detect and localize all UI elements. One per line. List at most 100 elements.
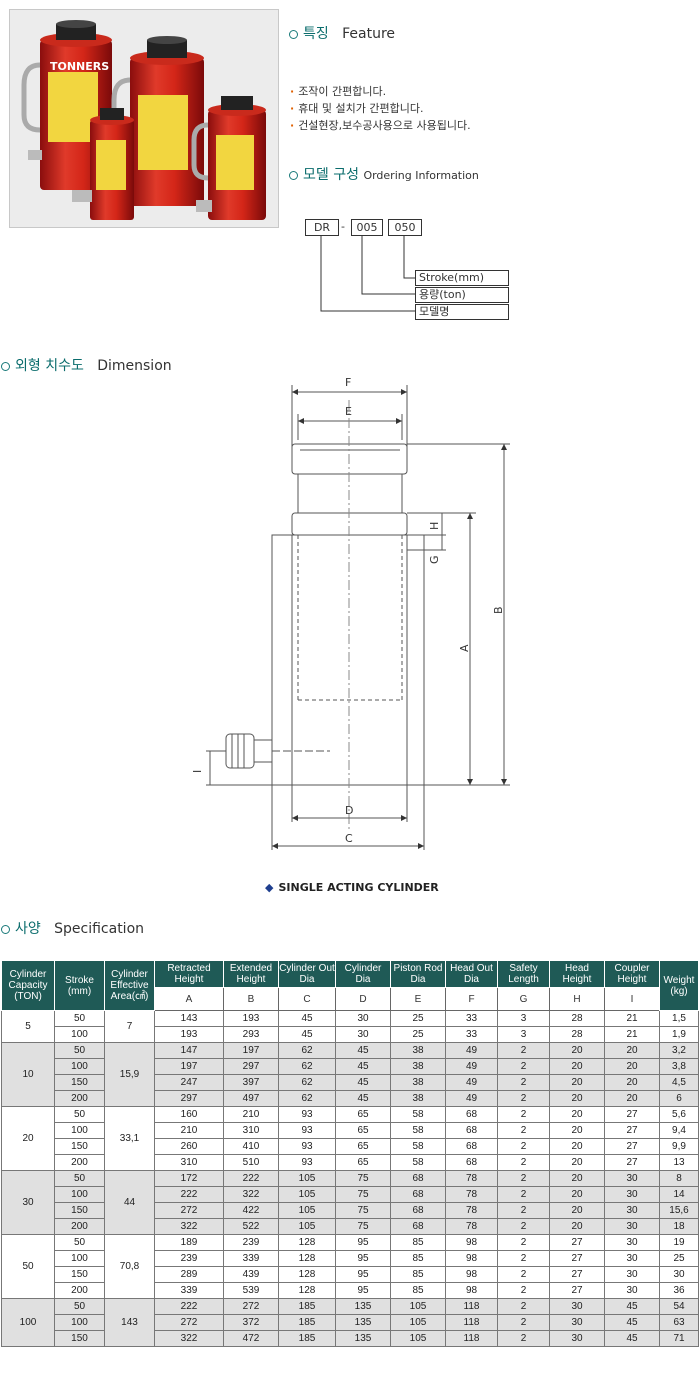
dim-letter-c: C	[345, 832, 353, 845]
table-cell: 27	[549, 1234, 605, 1251]
table-cell: 58	[390, 1106, 446, 1123]
subheader-c: C	[278, 987, 336, 1011]
table-cell: 1,9	[659, 1026, 699, 1043]
table-cell: 38	[390, 1042, 446, 1059]
header-weight: Weight (kg)	[659, 960, 699, 1011]
table-cell: 20	[549, 1122, 605, 1139]
table-cell: 339	[223, 1250, 279, 1267]
table-cell: 95	[335, 1266, 391, 1283]
table-cell: 30	[335, 1010, 391, 1027]
table-cell: 45	[278, 1026, 336, 1043]
table-cell: 3	[497, 1010, 550, 1027]
table-cell: 93	[278, 1138, 336, 1155]
table-cell: 28	[549, 1026, 605, 1043]
dim-letter-b: B	[492, 606, 505, 614]
subheader-f: F	[445, 987, 498, 1011]
table-cell: 2	[497, 1202, 550, 1219]
table-cell: 30	[335, 1026, 391, 1043]
table-cell: 20	[549, 1138, 605, 1155]
table-cell: 63	[659, 1314, 699, 1331]
table-cell: 58	[390, 1122, 446, 1139]
table-cell: 30	[604, 1234, 660, 1251]
table-cell: 30	[549, 1330, 605, 1347]
table-cell: 193	[223, 1010, 279, 1027]
stroke-cell: 100	[54, 1250, 105, 1267]
table-cell: 422	[223, 1202, 279, 1219]
specification-table: Cylinder Capacity (TON) Stroke (mm) Cyli…	[1, 960, 699, 1347]
table-cell: 30	[604, 1250, 660, 1267]
cylinder-product-illustration: TONNERS	[21, 20, 266, 220]
table-cell: 105	[278, 1218, 336, 1235]
table-cell: 20	[604, 1042, 660, 1059]
table-cell: 38	[390, 1058, 446, 1075]
table-cell: 510	[223, 1154, 279, 1171]
table-cell: 2	[497, 1330, 550, 1347]
stroke-cell: 200	[54, 1154, 105, 1171]
table-cell: 118	[445, 1314, 498, 1331]
table-cell: 75	[335, 1202, 391, 1219]
table-cell: 297	[154, 1090, 224, 1107]
table-cell: 2	[497, 1170, 550, 1187]
spec-heading: 사양 Specification	[1, 918, 144, 938]
table-cell: 98	[445, 1250, 498, 1267]
subheader-g: G	[497, 987, 550, 1011]
area-cell: 70,8	[104, 1234, 155, 1299]
table-cell: 222	[154, 1298, 224, 1315]
table-cell: 289	[154, 1266, 224, 1283]
capacity-cell: 20	[1, 1106, 55, 1171]
table-cell: 497	[223, 1090, 279, 1107]
table-cell: 105	[390, 1314, 446, 1331]
dim-letter-i: I	[191, 770, 204, 773]
table-cell: 78	[445, 1186, 498, 1203]
header-rod-dia: Piston Rod Dia	[390, 960, 446, 988]
table-cell: 2	[497, 1090, 550, 1107]
table-cell: 75	[335, 1218, 391, 1235]
table-cell: 33	[445, 1010, 498, 1027]
table-cell: 18	[659, 1218, 699, 1235]
feature-item: 건설현장,보수공사용으로 사용됩니다.	[290, 117, 470, 133]
stroke-cell: 100	[54, 1026, 105, 1043]
table-cell: 98	[445, 1282, 498, 1299]
table-cell: 30	[659, 1266, 699, 1283]
stroke-code-box: 050	[388, 219, 422, 236]
stroke-cell: 50	[54, 1042, 105, 1059]
table-cell: 2	[497, 1186, 550, 1203]
capacity-cell: 30	[1, 1170, 55, 1235]
table-cell: 143	[154, 1010, 224, 1027]
table-cell: 75	[335, 1186, 391, 1203]
table-cell: 118	[445, 1330, 498, 1347]
table-cell: 68	[390, 1202, 446, 1219]
table-cell: 222	[154, 1186, 224, 1203]
table-cell: 85	[390, 1282, 446, 1299]
table-cell: 85	[390, 1234, 446, 1251]
table-cell: 2	[497, 1106, 550, 1123]
table-cell: 310	[223, 1122, 279, 1139]
stroke-cell: 100	[54, 1058, 105, 1075]
dim-letter-f: F	[345, 376, 351, 389]
table-cell: 185	[278, 1330, 336, 1347]
stroke-cell: 100	[54, 1186, 105, 1203]
table-cell: 3,2	[659, 1042, 699, 1059]
spec-title-ko: 사양	[15, 921, 41, 937]
table-cell: 71	[659, 1330, 699, 1347]
table-cell: 2	[497, 1266, 550, 1283]
table-cell: 78	[445, 1218, 498, 1235]
table-cell: 189	[154, 1234, 224, 1251]
table-cell: 20	[549, 1154, 605, 1171]
table-cell: 95	[335, 1282, 391, 1299]
header-stroke: Stroke (mm)	[54, 960, 105, 1011]
table-cell: 68	[445, 1106, 498, 1123]
dim-letter-e: E	[345, 405, 352, 418]
table-cell: 20	[549, 1218, 605, 1235]
table-cell: 25	[390, 1010, 446, 1027]
table-cell: 68	[445, 1138, 498, 1155]
table-cell: 20	[604, 1074, 660, 1091]
table-cell: 2	[497, 1138, 550, 1155]
capacity-cell: 100	[1, 1298, 55, 1347]
